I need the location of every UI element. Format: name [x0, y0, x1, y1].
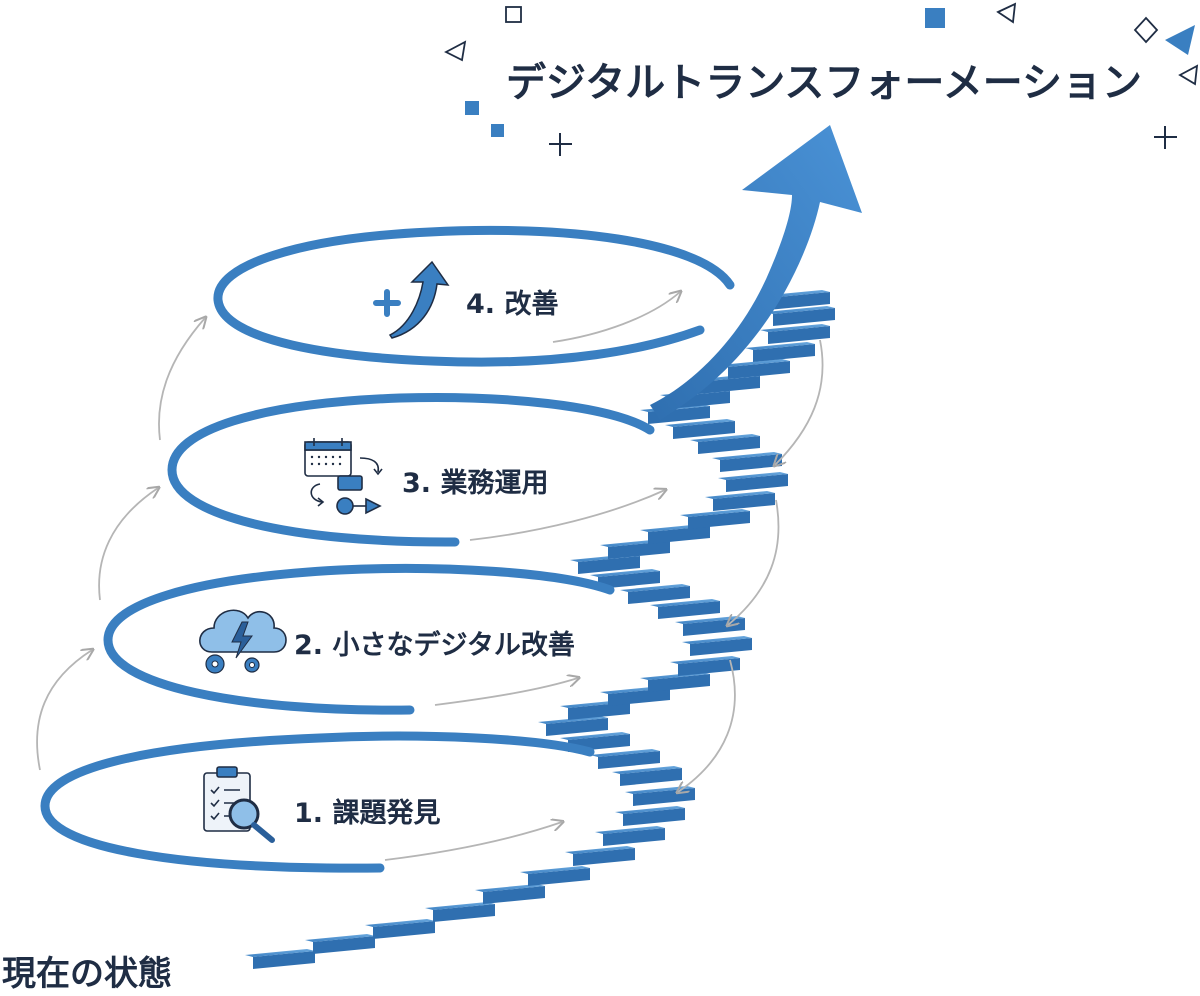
stair-step-top	[612, 766, 682, 774]
triangle-outline-icon	[996, 2, 1017, 24]
stair-step-top	[620, 584, 690, 592]
square-filled-icon	[925, 8, 945, 28]
square-outline-icon	[505, 6, 522, 23]
stair-step-top	[680, 509, 750, 517]
stair-step-top	[712, 452, 782, 460]
stair-step-top	[682, 636, 752, 644]
triangle-outline-icon	[444, 40, 467, 62]
page-title: デジタルトランスフォーメーション	[506, 60, 1142, 106]
stair-step-top	[760, 324, 830, 332]
stage-2-label: 2. 小さなデジタル改善	[294, 629, 575, 661]
stair-step-top	[560, 732, 630, 740]
calendar-workflow-icon	[304, 438, 383, 515]
clipboard-search-icon	[203, 766, 275, 843]
ring-3	[167, 392, 655, 547]
stage-3-label: 3. 業務運用	[402, 468, 548, 499]
stair-step-top	[475, 884, 545, 892]
stair-step-top	[425, 902, 495, 910]
plus-icon	[549, 133, 572, 156]
stair-step-top	[665, 419, 735, 427]
stair-step-top	[538, 716, 608, 724]
diamond-outline-icon	[1133, 16, 1159, 44]
stage-4-label: 4. 改善	[466, 288, 558, 320]
cloud-gears-icon	[199, 609, 287, 674]
stair-step-top	[305, 934, 375, 942]
ring-4	[213, 225, 735, 367]
stair-step-top	[590, 749, 660, 757]
stair-step-top	[690, 434, 760, 442]
stair-step-top	[718, 472, 788, 480]
ring-2	[103, 563, 615, 715]
plus-arrow-up-icon	[373, 260, 450, 339]
stair-step-top	[650, 599, 720, 607]
stair-step-top	[745, 342, 815, 350]
stair-step-top	[245, 949, 315, 957]
square-filled-icon	[465, 101, 479, 115]
stair-step-top	[565, 846, 635, 854]
triangle-outline-icon	[1178, 64, 1199, 86]
stair-step-top	[765, 306, 835, 314]
stair-step-top	[595, 826, 665, 834]
stair-step-top	[720, 359, 790, 367]
stair-step-top	[705, 491, 775, 499]
stair-step-top	[590, 569, 660, 577]
square-filled-icon	[491, 124, 504, 137]
stair-step-top	[520, 866, 590, 874]
spiral-staircase	[245, 290, 835, 969]
stair-step-top	[615, 806, 685, 814]
transformation-arrow	[650, 125, 862, 420]
start-label: 現在の状態	[2, 954, 172, 994]
decorative-shapes	[444, 2, 1199, 156]
triangle-filled-icon	[1165, 25, 1195, 55]
cycle-arrows	[36, 292, 824, 861]
plus-icon	[1154, 126, 1177, 149]
stair-step-top	[365, 919, 435, 927]
ring-1	[40, 731, 595, 873]
stair-step-top	[670, 656, 740, 664]
stage-1-label: 1. 課題発見	[294, 797, 440, 829]
